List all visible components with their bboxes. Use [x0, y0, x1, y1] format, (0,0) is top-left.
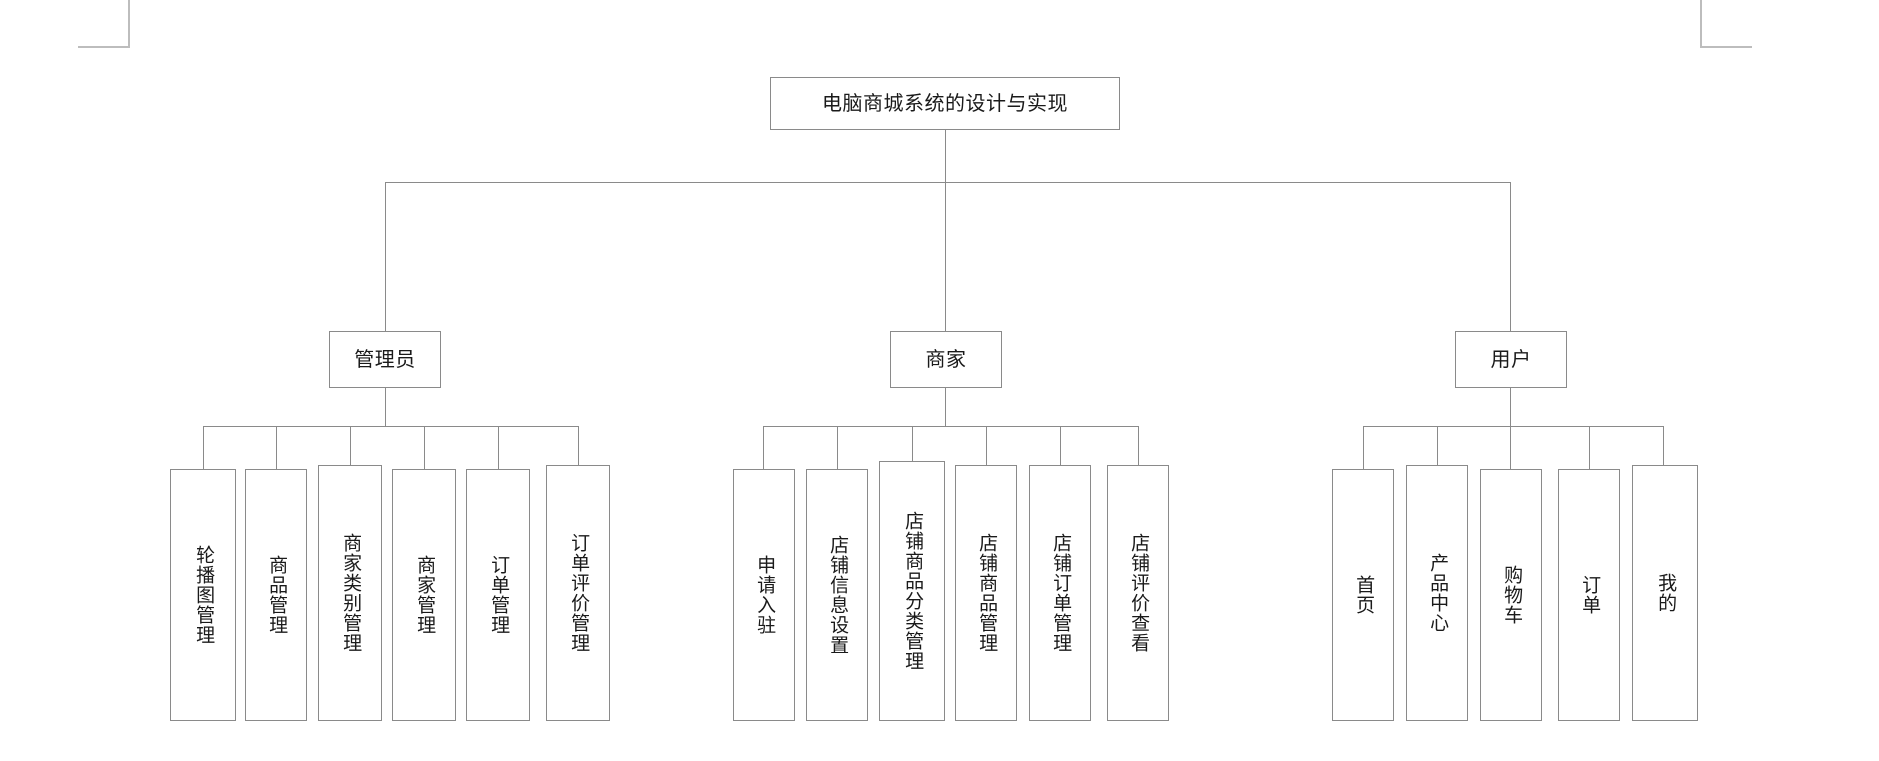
- leaf-node-user-4[interactable]: 订单: [1558, 469, 1620, 721]
- group-node-user[interactable]: 用户: [1455, 331, 1567, 388]
- connector-merchant-leaf-drop-6: [1138, 426, 1139, 469]
- connector-user-stem: [1510, 388, 1511, 426]
- connector-merchant-leaf-drop-4: [986, 426, 987, 469]
- leaf-node-admin-1-label: 轮播图管理: [193, 545, 215, 645]
- leaf-node-merchant-3[interactable]: 店铺商品分类管理: [879, 461, 945, 721]
- connector-admin-leaf-drop-3: [350, 426, 351, 469]
- leaf-node-merchant-2[interactable]: 店铺信息设置: [806, 469, 868, 721]
- leaf-node-user-5-label: 我的: [1655, 573, 1677, 613]
- connector-merchant-leaf-drop-5: [1060, 426, 1061, 469]
- group-node-merchant[interactable]: 商家: [890, 331, 1002, 388]
- connector-user-leaf-drop-1: [1363, 426, 1364, 469]
- group-node-merchant-label: 商家: [925, 348, 967, 371]
- leaf-node-admin-6-label: 订单评价管理: [568, 533, 590, 653]
- page-corner-mark-top-right: [1700, 0, 1752, 48]
- leaf-node-merchant-5[interactable]: 店铺订单管理: [1029, 465, 1091, 721]
- connector-drop-user: [1510, 182, 1511, 331]
- leaf-node-user-1-label: 首页: [1353, 575, 1375, 615]
- connector-root-stem: [945, 130, 946, 182]
- connector-user-leaf-drop-2: [1437, 426, 1438, 469]
- page-corner-mark-top-left: [78, 0, 130, 48]
- leaf-node-admin-5-label: 订单管理: [488, 555, 510, 635]
- connector-admin-leaf-drop-1: [203, 426, 204, 469]
- leaf-node-admin-4[interactable]: 商家管理: [392, 469, 456, 721]
- leaf-node-merchant-6-label: 店铺评价查看: [1128, 533, 1150, 653]
- leaf-node-merchant-4-label: 店铺商品管理: [976, 533, 998, 653]
- connector-admin-stem: [385, 388, 386, 426]
- leaf-node-user-3-label: 购物车: [1501, 565, 1523, 625]
- leaf-node-user-4-label: 订单: [1579, 575, 1601, 615]
- leaf-node-merchant-2-label: 店铺信息设置: [827, 535, 849, 655]
- connector-merchant-bus: [763, 426, 1138, 427]
- leaf-node-user-1[interactable]: 首页: [1332, 469, 1394, 721]
- connector-admin-leaf-drop-5: [498, 426, 499, 469]
- leaf-node-merchant-1[interactable]: 申请入驻: [733, 469, 795, 721]
- leaf-node-admin-3-label: 商家类别管理: [340, 533, 362, 653]
- connector-drop-admin: [385, 182, 386, 331]
- connector-user-bus: [1363, 426, 1663, 427]
- leaf-node-merchant-5-label: 店铺订单管理: [1050, 533, 1072, 653]
- leaf-node-merchant-6[interactable]: 店铺评价查看: [1107, 465, 1169, 721]
- connector-root-bus: [385, 182, 1510, 183]
- connector-merchant-leaf-drop-2: [837, 426, 838, 469]
- group-node-admin-label: 管理员: [354, 348, 416, 371]
- group-node-user-label: 用户: [1490, 348, 1532, 371]
- leaf-node-user-5[interactable]: 我的: [1632, 465, 1698, 721]
- leaf-node-admin-6[interactable]: 订单评价管理: [546, 465, 610, 721]
- group-node-admin[interactable]: 管理员: [329, 331, 441, 388]
- leaf-node-merchant-1-label: 申请入驻: [754, 555, 776, 635]
- connector-merchant-stem: [945, 388, 946, 426]
- root-node-label: 电脑商城系统的设计与实现: [822, 92, 1068, 115]
- leaf-node-admin-1[interactable]: 轮播图管理: [170, 469, 236, 721]
- leaf-node-user-2[interactable]: 产品中心: [1406, 465, 1468, 721]
- leaf-node-user-2-label: 产品中心: [1427, 553, 1449, 633]
- connector-drop-merchant: [945, 182, 946, 331]
- connector-merchant-leaf-drop-1: [763, 426, 764, 469]
- leaf-node-admin-3[interactable]: 商家类别管理: [318, 465, 382, 721]
- connector-admin-bus: [203, 426, 578, 427]
- leaf-node-merchant-3-label: 店铺商品分类管理: [902, 511, 924, 671]
- leaf-node-admin-5[interactable]: 订单管理: [466, 469, 530, 721]
- leaf-node-admin-2-label: 商品管理: [266, 555, 288, 635]
- leaf-node-user-3[interactable]: 购物车: [1480, 469, 1542, 721]
- connector-admin-leaf-drop-6: [578, 426, 579, 469]
- connector-user-leaf-drop-3: [1510, 426, 1511, 469]
- connector-admin-leaf-drop-4: [424, 426, 425, 469]
- leaf-node-merchant-4[interactable]: 店铺商品管理: [955, 465, 1017, 721]
- connector-user-leaf-drop-5: [1663, 426, 1664, 469]
- connector-admin-leaf-drop-2: [276, 426, 277, 469]
- leaf-node-admin-2[interactable]: 商品管理: [245, 469, 307, 721]
- connector-merchant-leaf-drop-3: [912, 426, 913, 469]
- leaf-node-admin-4-label: 商家管理: [414, 555, 436, 635]
- connector-user-leaf-drop-4: [1589, 426, 1590, 469]
- root-node[interactable]: 电脑商城系统的设计与实现: [770, 77, 1120, 130]
